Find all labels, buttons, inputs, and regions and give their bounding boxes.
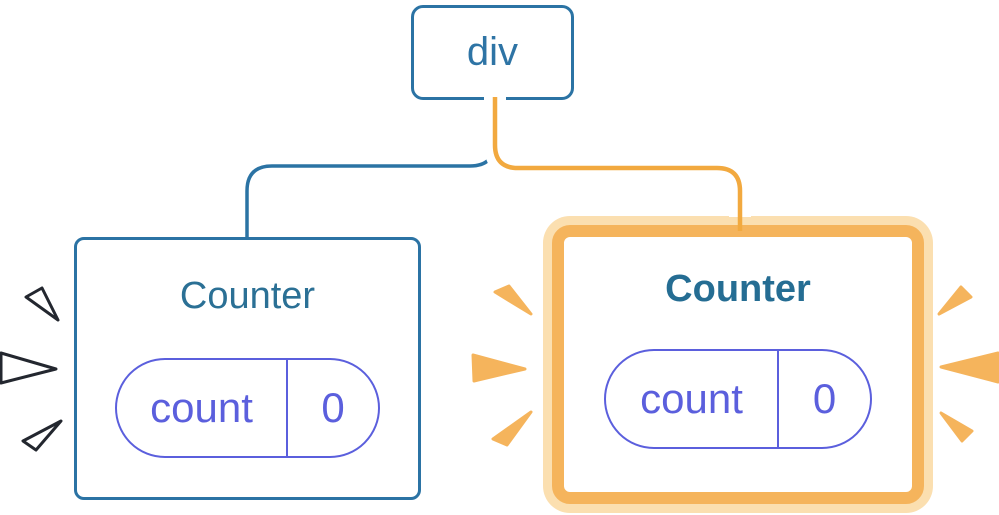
state-value: 0 [812,375,837,422]
component-title: Counter [179,275,316,317]
connector-right-edge-highlighted [492,97,743,231]
component-node-counter-right-highlighted: Counter count 0 [552,225,924,504]
connector-right-edge-halo [484,97,751,217]
spark-burst-right-icon [937,285,999,443]
spark-icon [491,410,533,447]
state-pill: count 0 [115,358,380,458]
spark-burst-left-icon [0,286,63,452]
spark-icon [937,285,973,316]
state-key: count [606,351,780,447]
root-node: div [411,5,574,100]
state-value: 0 [321,384,345,431]
connector-left-edge [245,97,497,239]
spark-icon [493,284,533,316]
component-node-counter-left: Counter count 0 [74,237,421,500]
spark-icon [939,351,999,384]
component-title: Counter [665,268,811,310]
spark-icon [0,351,58,385]
spark-icon [24,286,60,322]
state-key: count [117,360,289,456]
spark-icon [21,419,63,452]
spark-icon [939,411,974,443]
root-node-label: div [466,30,519,74]
spark-burst-middle-icon [471,284,533,447]
state-pill: count 0 [604,349,872,449]
spark-icon [471,353,527,383]
